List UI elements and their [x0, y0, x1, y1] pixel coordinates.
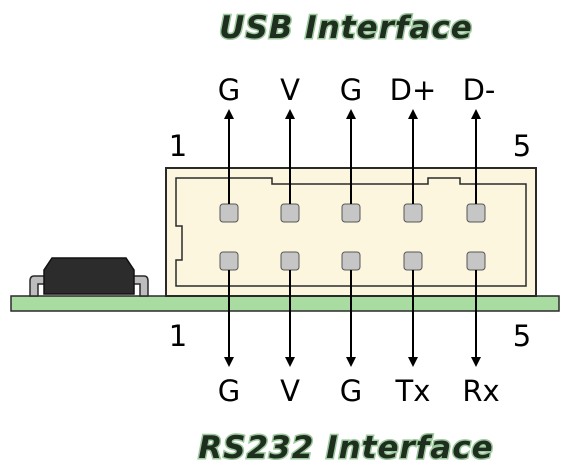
usb-pin-number-last: 5: [513, 129, 531, 163]
usb-pin: [466, 203, 486, 223]
usb-pin: [280, 203, 300, 223]
rs232-pin-number-first: 1: [169, 319, 187, 353]
chip-lead-left: [29, 275, 47, 297]
rs232-pin-label: G: [340, 374, 362, 408]
chip-lead-right: [131, 275, 149, 297]
usb-pin-label: D-: [463, 73, 496, 107]
rs232-pin: [341, 251, 361, 271]
rs232-pin: [466, 251, 486, 271]
connector-housing: [165, 167, 537, 297]
rs232-pin: [403, 251, 423, 271]
usb-pin-label: G: [218, 73, 240, 107]
rs232-pin-label: V: [280, 374, 300, 408]
usb-pin: [403, 203, 423, 223]
rs232-interface-title: RS232 Interface: [198, 430, 493, 466]
rs232-pin-number-last: 5: [513, 319, 531, 353]
usb-pin-label: V: [280, 73, 300, 107]
rs232-pin: [280, 251, 300, 271]
usb-pin-label: D+: [390, 73, 437, 107]
rs232-pin-label: Rx: [462, 374, 499, 408]
rs232-pin-label: G: [218, 374, 240, 408]
rs232-pin-labels: G V G Tx Rx: [218, 374, 500, 408]
usb-pin: [341, 203, 361, 223]
rs232-pin: [219, 251, 239, 271]
usb-pin: [219, 203, 239, 223]
chip-body: [43, 257, 135, 295]
connector-pins: [219, 203, 486, 271]
rs232-pin-label: Tx: [395, 374, 431, 408]
usb-pin-number-first: 1: [169, 129, 187, 163]
connector-inner: [175, 177, 527, 287]
usb-pin-labels: G V G D+ D-: [218, 73, 496, 107]
signal-arrows: [224, 109, 481, 367]
smd-chip: [29, 257, 149, 297]
usb-pin-label: G: [340, 73, 362, 107]
usb-interface-title: USB Interface: [219, 10, 472, 46]
